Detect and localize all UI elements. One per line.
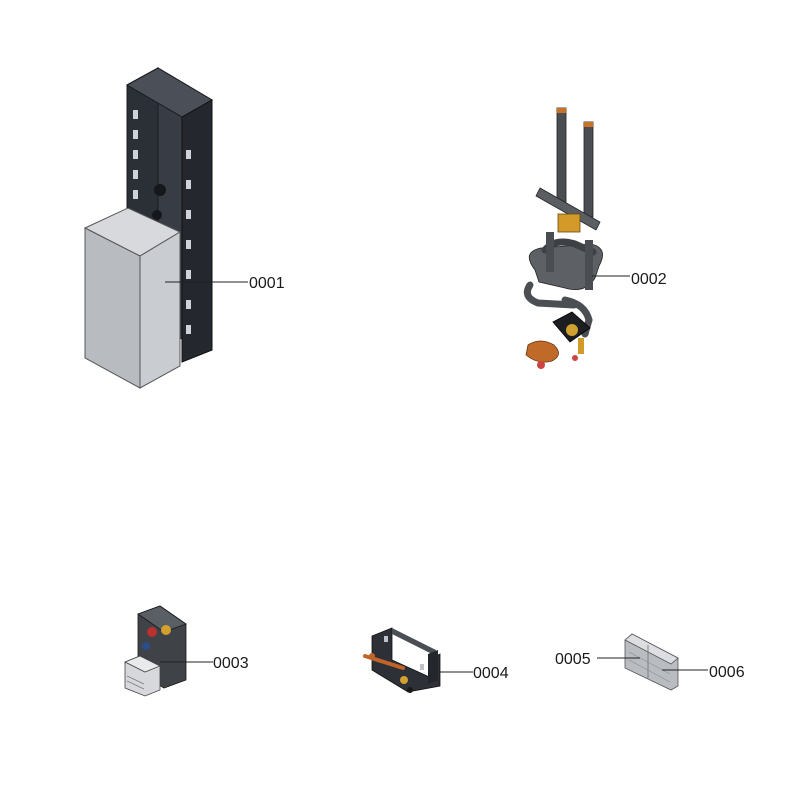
- callout-label-0002: 0002: [631, 271, 667, 288]
- callout-label-0003: 0003: [213, 655, 249, 672]
- callout-label-0004: 0004: [473, 665, 509, 682]
- part-0004-mounting-bracket: [363, 627, 473, 693]
- callout-label-0005: 0005: [555, 651, 591, 668]
- part-0002-pipe-assembly: [523, 107, 630, 369]
- callout-label-0001: 0001: [249, 275, 285, 292]
- part-0005-0006-covers: [597, 633, 708, 691]
- part-0001-frame-cabinet: [83, 67, 248, 389]
- part-0003-pump-module: [124, 605, 213, 697]
- callout-label-0006: 0006: [709, 664, 745, 681]
